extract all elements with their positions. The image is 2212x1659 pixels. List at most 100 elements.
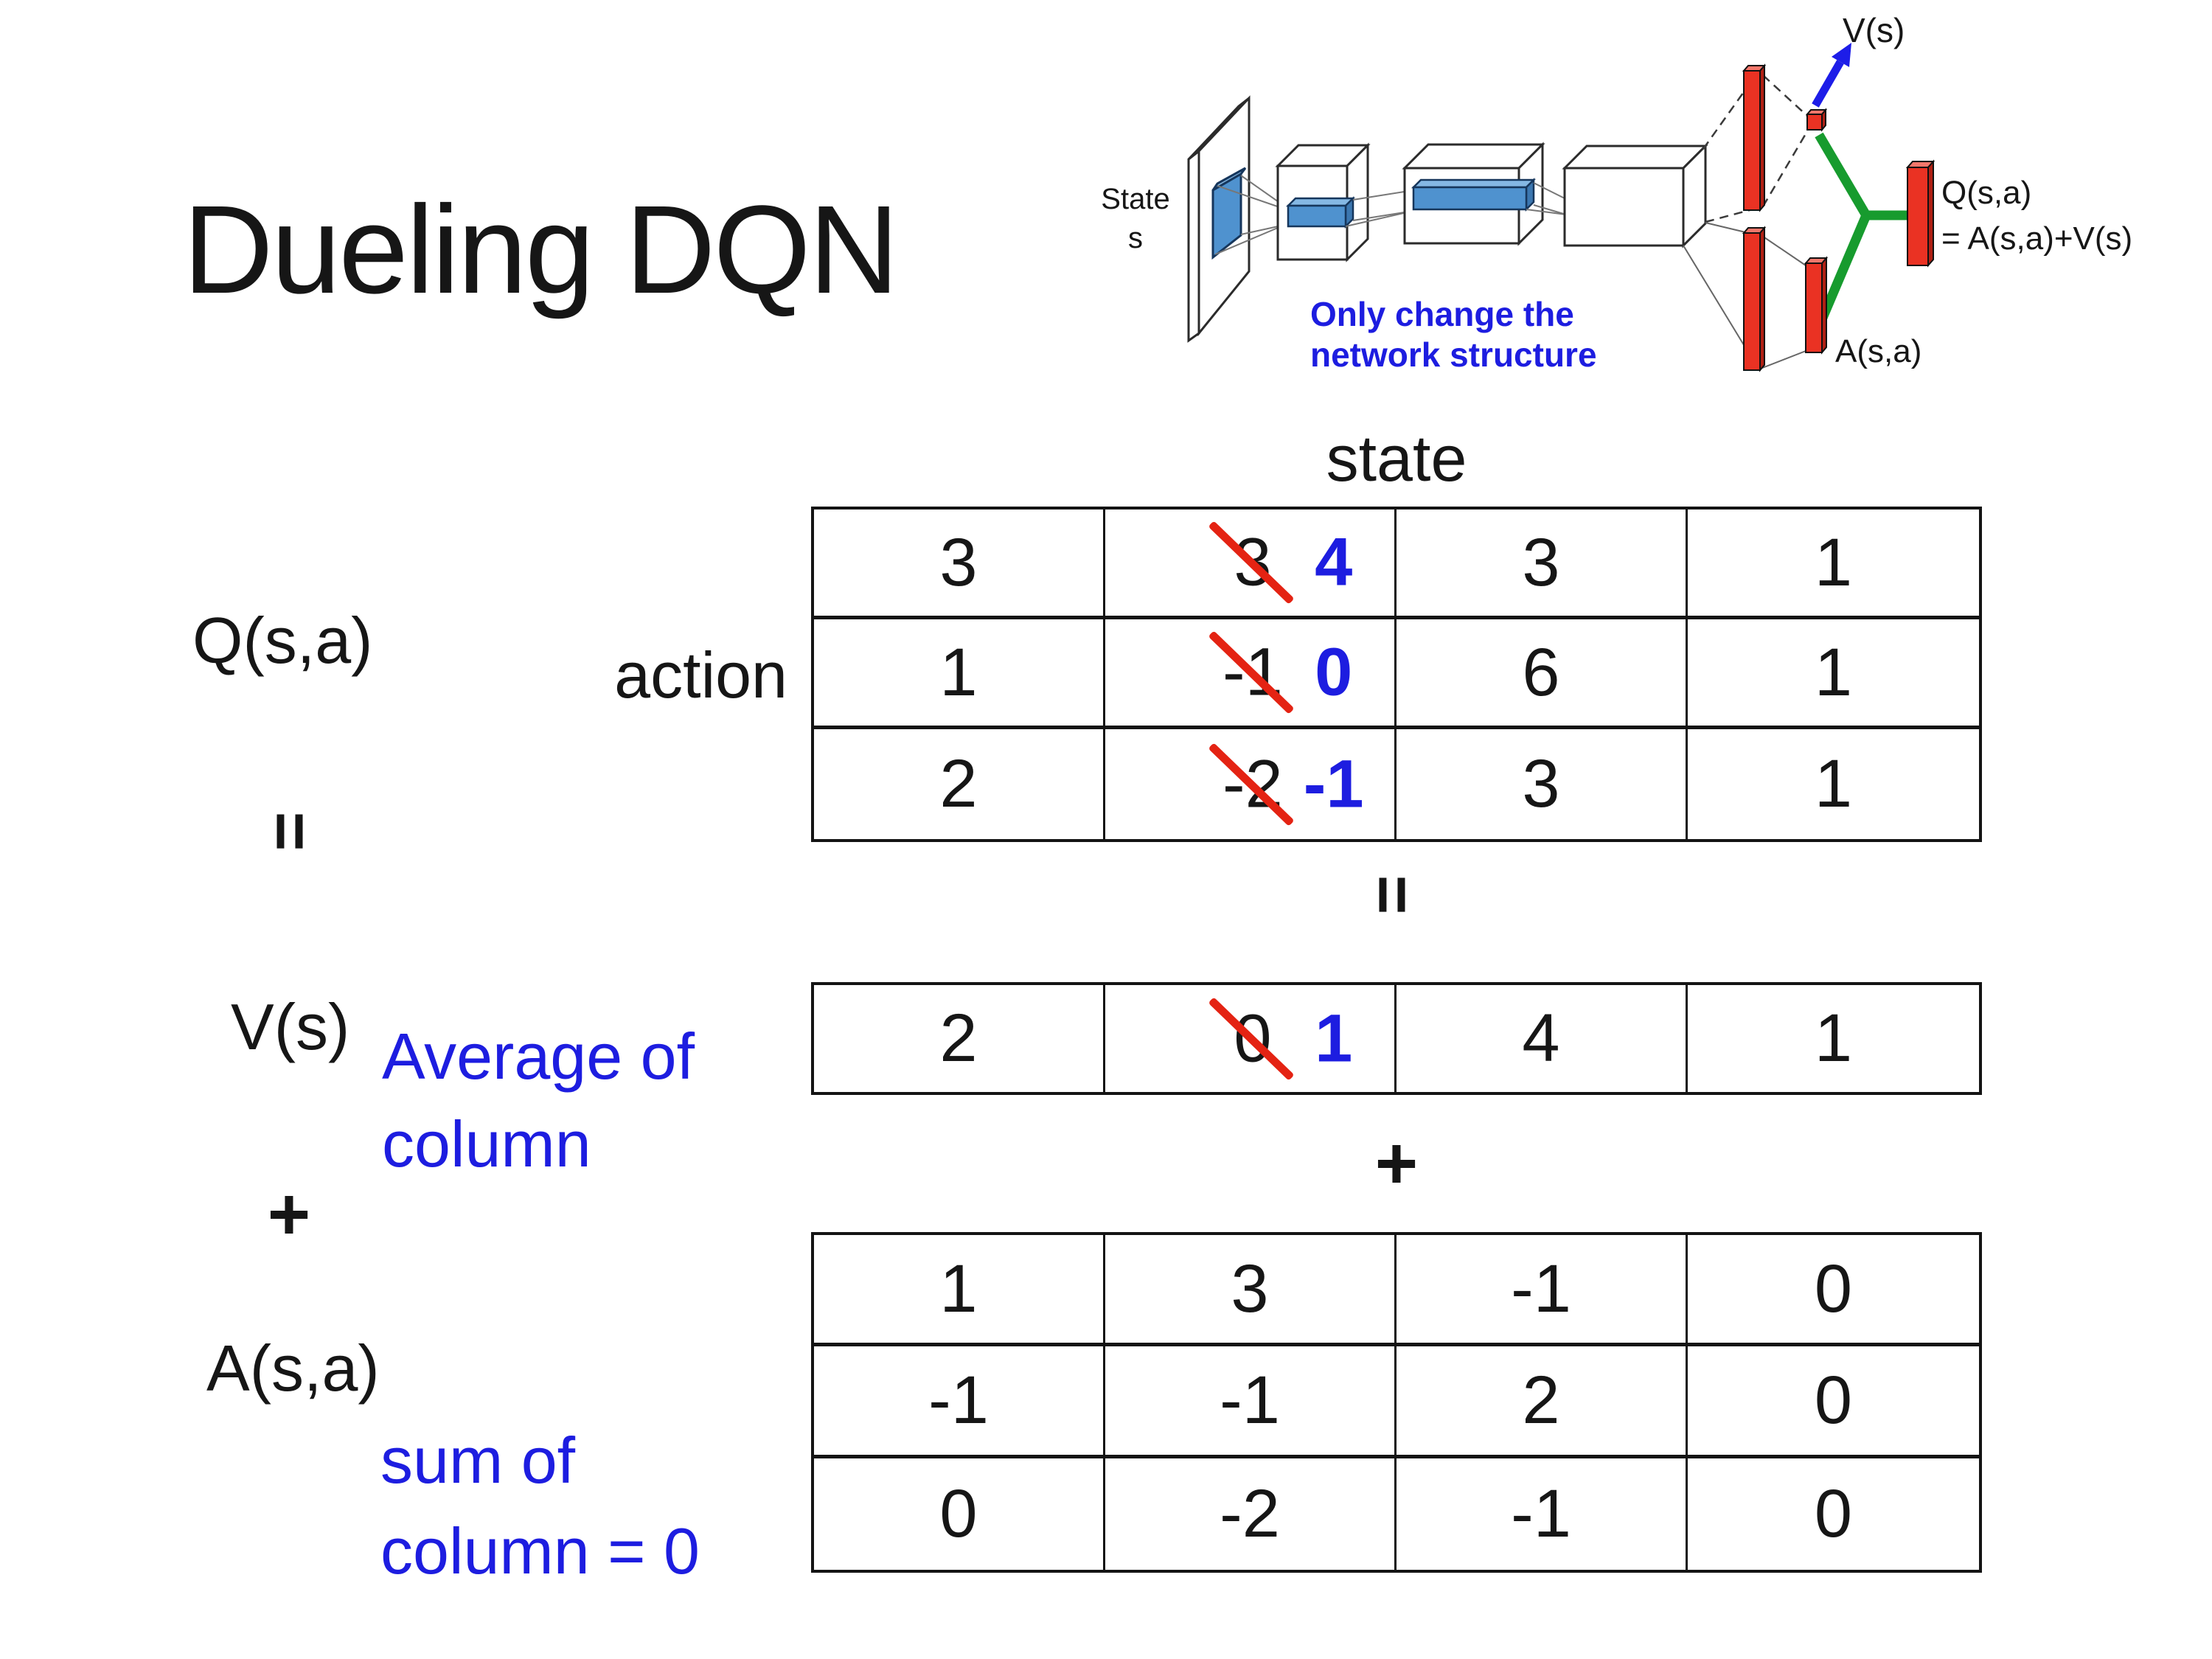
- action-axis-label: action: [614, 639, 787, 712]
- new-value: 1: [1315, 1001, 1353, 1076]
- a-cell-r0c0: 1: [814, 1235, 1105, 1347]
- q-cell-r2c2: 3: [1397, 729, 1688, 839]
- q-cell-r1c0: 1: [814, 619, 1105, 729]
- plus-glyph: +: [267, 1172, 311, 1256]
- diagram-state-label-line1: State: [1101, 183, 1169, 215]
- average-note-line2: column: [382, 1107, 591, 1180]
- v-output-arrow: [1812, 43, 1851, 108]
- network-architecture-diagram: V(s) State s Only change the network str…: [1101, 11, 2132, 374]
- a-cell-r1c2: 2: [1397, 1346, 1688, 1458]
- diagram-note-line2: network structure: [1310, 335, 1597, 374]
- cell-value: -1: [1511, 1251, 1571, 1326]
- q-cell-r2c3: 1: [1688, 729, 1979, 839]
- cell-value: 2: [939, 746, 978, 821]
- average-note-line1: Average of: [382, 1020, 695, 1093]
- sum-note-line1: sum of: [380, 1424, 576, 1497]
- equals-glyph: =: [1354, 874, 1430, 914]
- a-cell-r0c3: 0: [1688, 1235, 1979, 1347]
- value-fc-bar: [1742, 63, 1767, 212]
- v-cell-c1-modified: 0 1: [1105, 985, 1397, 1092]
- a-cell-r2c3: 0: [1688, 1458, 1979, 1570]
- sum-of-column-note: sum of column = 0: [380, 1415, 700, 1596]
- diagram-q-label: Q(s,a): [1941, 175, 2031, 211]
- cell-value: 1: [1814, 524, 1853, 600]
- diagram-q-formula: = A(s,a)+V(s): [1941, 220, 2132, 257]
- cell-value: 3: [939, 524, 978, 600]
- page-title: Dueling DQN: [183, 180, 899, 320]
- cell-value: 3: [1522, 746, 1560, 821]
- cell-value: -1: [1220, 1362, 1280, 1438]
- q-function-label: Q(s,a): [192, 604, 373, 677]
- feature-map-bar-1: [1285, 195, 1356, 229]
- v-cell-c3: 1: [1688, 985, 1979, 1092]
- q-cell-r2c1-modified: -2 -1: [1105, 729, 1397, 839]
- cell-value: -1: [1511, 1475, 1571, 1551]
- a-cell-r0c1: 3: [1105, 1235, 1397, 1347]
- q-cell-r0c2: 3: [1397, 509, 1688, 619]
- cell-value: 1: [1814, 746, 1853, 821]
- new-value: -1: [1303, 746, 1364, 821]
- a-cell-r2c2: -1: [1397, 1458, 1688, 1570]
- v-function-label: V(s): [231, 990, 350, 1063]
- advantage-nodes-bar: [1804, 256, 1829, 355]
- a-cell-r2c0: 0: [814, 1458, 1105, 1570]
- a-cell-r0c2: -1: [1397, 1235, 1688, 1347]
- conv-cone-lines-2: [1345, 189, 1414, 227]
- v-cell-c0: 2: [814, 985, 1105, 1092]
- cell-value: 1: [939, 1251, 978, 1326]
- a-cell-r1c3: 0: [1688, 1346, 1979, 1458]
- q-cell-r1c2: 6: [1397, 619, 1688, 729]
- conv-filter-patch: [1211, 167, 1247, 260]
- new-value: 0: [1315, 634, 1353, 710]
- diagram-note-line1: Only change the: [1310, 295, 1574, 333]
- equals-sign-center: =: [1352, 854, 1433, 935]
- diagram-v-label: V(s): [1843, 11, 1905, 49]
- cell-value: -1: [928, 1362, 989, 1438]
- plus-glyph: +: [1374, 1121, 1419, 1205]
- a-function-label: A(s,a): [206, 1332, 380, 1405]
- cell-value: 4: [1522, 1001, 1560, 1076]
- plus-sign-left: +: [248, 1172, 330, 1256]
- advantage-fc-bar: [1742, 226, 1767, 372]
- sum-note-line2: column = 0: [380, 1514, 700, 1588]
- equals-sign-left: =: [249, 790, 330, 872]
- cell-value: 3: [1522, 524, 1560, 600]
- cell-value: 0: [939, 1475, 978, 1551]
- q-matrix: 3 3 4 3 1 1 -1 0 6 1 2 -2 -1 3 1: [811, 507, 1982, 842]
- q-output-bar: [1905, 159, 1935, 268]
- new-value: 4: [1315, 524, 1353, 600]
- cell-value: 0: [1814, 1362, 1853, 1438]
- q-cell-r1c3: 1: [1688, 619, 1979, 729]
- cell-value: 1: [1814, 634, 1853, 710]
- a-cell-r1c1: -1: [1105, 1346, 1397, 1458]
- cell-value: 0: [1814, 1251, 1853, 1326]
- cell-value: 2: [1522, 1362, 1560, 1438]
- diagram-a-label: A(s,a): [1835, 333, 1921, 369]
- value-node: [1805, 108, 1828, 132]
- combine-links-green: [1815, 132, 1908, 325]
- q-cell-r0c3: 1: [1688, 509, 1979, 619]
- v-cell-c2: 4: [1397, 985, 1688, 1092]
- q-cell-r2c0: 2: [814, 729, 1105, 839]
- average-of-column-note: Average of column: [382, 1013, 695, 1189]
- q-cell-r1c1-modified: -1 0: [1105, 619, 1397, 729]
- cell-value: 6: [1522, 634, 1560, 710]
- feature-map-bar-2: [1411, 177, 1537, 212]
- cell-value: 0: [1814, 1475, 1853, 1551]
- diagram-state-label-line2: s: [1128, 222, 1143, 254]
- cell-value: 2: [939, 1001, 978, 1076]
- cell-value: 1: [1814, 1001, 1853, 1076]
- cell-value: 3: [1231, 1251, 1269, 1326]
- q-cell-r0c0: 3: [814, 509, 1105, 619]
- conv-cone-lines-3: [1526, 182, 1567, 215]
- a-cell-r1c0: -1: [814, 1346, 1105, 1458]
- plus-sign-center: +: [1356, 1121, 1437, 1205]
- fc-layer-box: [1562, 143, 1708, 248]
- cell-value: 1: [939, 634, 978, 710]
- q-cell-r0c1-modified: 3 4: [1105, 509, 1397, 619]
- state-axis-label: state: [1326, 422, 1467, 495]
- equals-glyph: =: [252, 811, 328, 851]
- a-cell-r2c1: -2: [1105, 1458, 1397, 1570]
- a-matrix: 1 3 -1 0 -1 -1 2 0 0 -2 -1 0: [811, 1232, 1982, 1573]
